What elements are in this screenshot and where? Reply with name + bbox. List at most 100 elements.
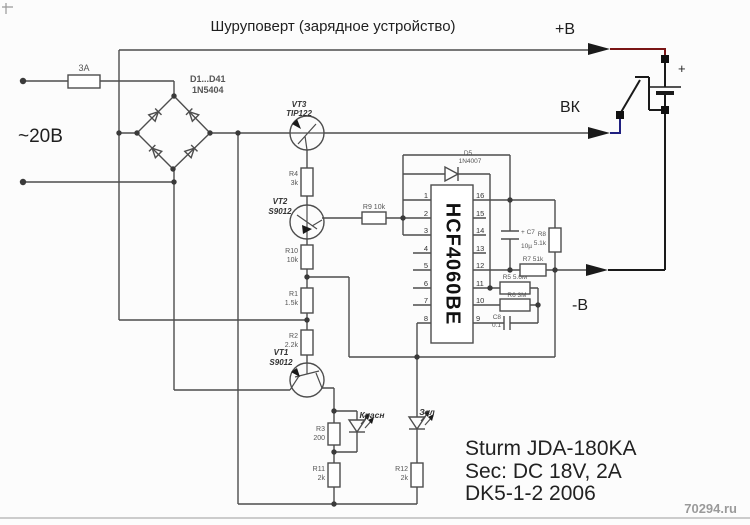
resistor-r1 <box>300 287 314 314</box>
junction-dots <box>116 93 558 507</box>
battery-top-node <box>661 55 669 63</box>
d5-part: 1N4007 <box>459 158 482 165</box>
r12-value: 2k <box>401 475 409 482</box>
r8-name: R8 <box>538 231 547 238</box>
led-red-emission-arrow1 <box>364 413 370 420</box>
r11-value: 2k <box>318 475 326 482</box>
led-green-emission-arrow1 <box>424 410 430 417</box>
pin-11-label: 11 <box>476 279 484 288</box>
bk-output-arrow <box>588 127 610 139</box>
bridge-part: 1N5404 <box>192 85 224 95</box>
pin-5-label: 5 <box>424 261 428 270</box>
r2-value: 2.2k <box>285 342 299 349</box>
r2-name: R2 <box>289 333 298 340</box>
battery-circuit-wires <box>608 63 666 271</box>
schematic-title: Шуруповерт (зарядное устройство) <box>210 18 455 35</box>
resistor-r5 <box>499 281 531 295</box>
minus-output-label: -В <box>572 297 588 314</box>
watermark: 70294.ru <box>684 501 737 516</box>
resistor-r3 <box>327 422 341 446</box>
vt3-internal <box>290 123 324 151</box>
switch-wire <box>610 119 621 134</box>
led-red-label: Красн <box>359 410 384 420</box>
led-green-label: Зел <box>419 407 435 417</box>
r3-name: R3 <box>316 426 325 433</box>
pin-12-label: 12 <box>476 261 484 270</box>
resistor-r9 <box>361 211 387 225</box>
r11-name: R11 <box>313 466 325 473</box>
led-red-emission-arrow2 <box>368 417 374 424</box>
led-green-symbol <box>407 416 427 431</box>
resistor-r6 <box>499 298 531 312</box>
resistor-r2 <box>300 329 314 356</box>
r4-value: 3k <box>291 180 299 187</box>
bridge-designator: D1...D41 <box>190 74 226 84</box>
fuse-symbol <box>67 74 101 89</box>
vt2-part: S9012 <box>268 207 292 216</box>
led-red-symbol <box>347 419 367 434</box>
scan-artifact-topleft <box>2 3 13 14</box>
switch-node <box>616 111 624 119</box>
r6-label: R6 3M <box>507 292 526 299</box>
device-info-line3: DK5-1-2 2006 <box>465 482 596 505</box>
ic-right-pin-numbers: 16 15 14 13 12 11 10 9 <box>476 191 484 323</box>
wiring <box>23 49 588 505</box>
vt2-internal <box>296 205 323 239</box>
c7-label: + C7 <box>521 229 535 236</box>
vt3-arrow <box>292 119 301 129</box>
plus-output-arrow <box>588 43 610 55</box>
pin-13-label: 13 <box>476 244 484 253</box>
battery-polarity-label: + <box>678 61 686 76</box>
bk-output-label: ВК <box>560 99 581 116</box>
led-green-emission-arrow2 <box>428 414 434 421</box>
pin-14-label: 14 <box>476 226 484 235</box>
pin-1-label: 1 <box>424 191 428 200</box>
pin-2-label: 2 <box>424 209 428 218</box>
pin-4-label: 4 <box>424 244 428 253</box>
bridge-diode-3 <box>148 144 164 160</box>
resistor-r4 <box>300 167 314 197</box>
r12-name: R12 <box>395 466 408 473</box>
resistor-r12 <box>410 462 424 488</box>
pin-15-label: 15 <box>476 209 484 218</box>
r7-label: R7 51k <box>523 256 544 263</box>
r8-value: 5.1k <box>534 240 547 247</box>
resistor-r8 <box>548 227 562 253</box>
r10-name: R10 <box>285 248 298 255</box>
ic-part-label: HCF4060BE <box>442 203 464 325</box>
r1-value: 1.5k <box>285 300 299 307</box>
vt1-internal <box>289 363 323 391</box>
ac-terminal-top <box>19 77 27 85</box>
resistor-r10 <box>300 244 314 270</box>
ic-left-pin-numbers: 1 2 3 4 5 6 7 8 <box>424 191 428 323</box>
r3-value: 200 <box>313 435 325 442</box>
device-info: Sturm JDA-180KA Sec: DC 18V, 2A DK5-1-2 … <box>465 437 637 505</box>
pin-7-label: 7 <box>424 296 428 305</box>
vt3-part: TIP122 <box>286 109 312 118</box>
vt3-designator: VT3 <box>292 100 307 109</box>
r4-name: R4 <box>289 171 298 178</box>
r10-value: 10k <box>287 257 299 264</box>
pin-10-label: 10 <box>476 296 484 305</box>
c7-value: 10µ <box>521 243 532 250</box>
ic-hcf4060be-body <box>430 184 474 344</box>
ac-terminal-bottom <box>19 178 27 186</box>
pin-16-label: 16 <box>476 191 484 200</box>
d5-designator: D5 <box>464 150 473 157</box>
pin-8-label: 8 <box>424 314 428 323</box>
vt1-designator: VT1 <box>274 348 289 357</box>
pin-9-label: 9 <box>476 314 480 323</box>
minus-output-arrow <box>586 264 608 276</box>
resistor-r7 <box>519 263 547 277</box>
pin-3-label: 3 <box>424 226 428 235</box>
r5-label: R5 5.6M <box>503 274 528 281</box>
c8-value: 0.1 <box>492 322 501 329</box>
r9-label: R9 10k <box>363 204 386 211</box>
plus-output-label: +В <box>555 21 575 38</box>
device-info-line2: Sec: DC 18V, 2A <box>465 460 622 483</box>
vt2-arrow <box>302 225 312 234</box>
vt1-part: S9012 <box>269 358 293 367</box>
